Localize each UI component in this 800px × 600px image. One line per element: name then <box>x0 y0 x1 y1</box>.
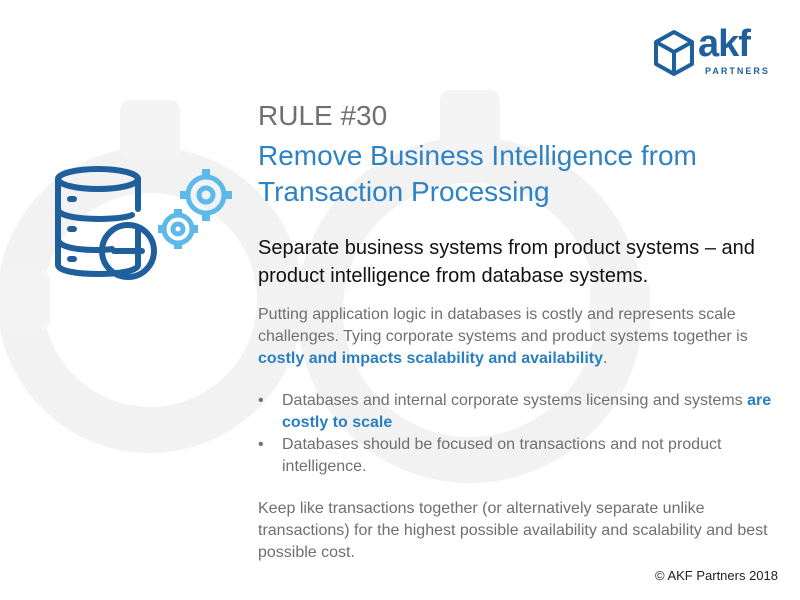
logo-subtitle: PARTNERS <box>705 66 770 76</box>
bullet-text: Databases should be focused on transacti… <box>282 436 722 475</box>
bullet-item: • Databases and internal corporate system… <box>258 390 788 434</box>
bullet-highlight: are costly to scale <box>282 392 772 431</box>
database-minus-gears-icon <box>55 166 232 280</box>
logo-wordmark: akf <box>698 23 751 65</box>
intro-paragraph: Putting application logic in databases i… <box>258 304 788 370</box>
rule-subtitle: Separate business systems from product s… <box>258 237 755 287</box>
bullet-marker: • <box>258 392 264 409</box>
bullet-item: • Databases should be focused on transact… <box>258 434 788 478</box>
gear-watermark-icon <box>0 90 650 483</box>
conclusion-paragraph: Keep like transactions together (or alte… <box>258 500 768 561</box>
rule-number: RULE #30 <box>258 100 388 131</box>
rule-title: Remove Business Intelligence from Transa… <box>258 140 697 207</box>
intro-text: Putting application logic in databases i… <box>258 306 748 345</box>
intro-highlight: costly and impacts scalability and avail… <box>258 350 604 367</box>
cube-logo-icon <box>654 30 694 76</box>
bullet-list: • Databases and internal corporate system… <box>258 390 788 478</box>
bullet-text: Databases and internal corporate systems… <box>282 392 748 409</box>
bullet-marker: • <box>258 436 264 453</box>
copyright: © AKF Partners 2018 <box>654 568 778 583</box>
intro-end: . <box>603 350 608 367</box>
